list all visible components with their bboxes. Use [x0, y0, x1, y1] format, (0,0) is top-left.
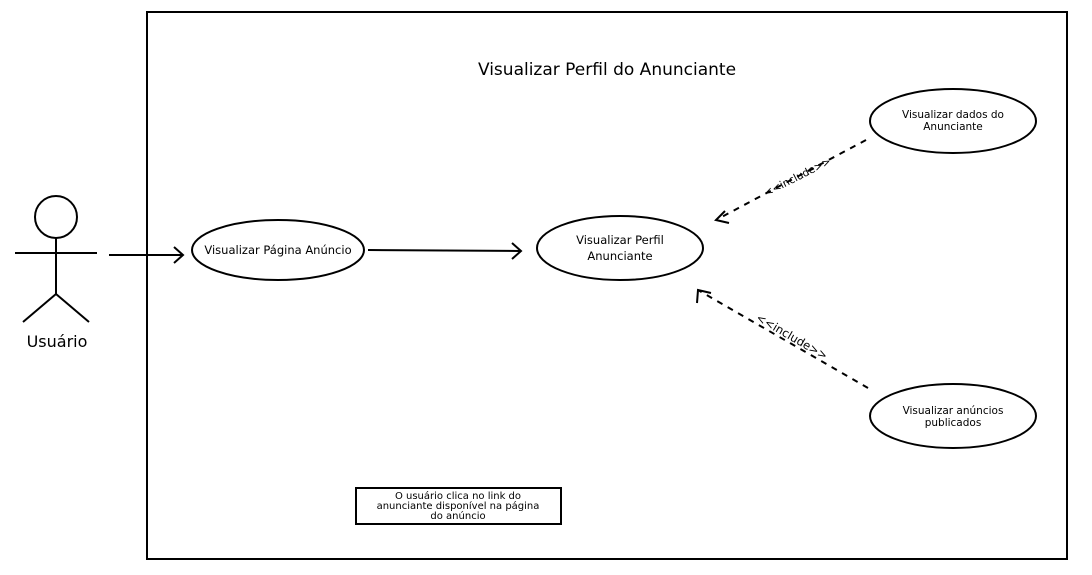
use-case-label-line-2: Anunciante: [587, 249, 652, 263]
note-line-1: O usuário clica no link do: [395, 490, 521, 502]
use-case-label: Visualizar Página Anúncio: [204, 243, 351, 257]
use-case-visualizar-pagina-anuncio: Visualizar Página Anúncio: [191, 219, 365, 281]
use-case-label-line-1: Visualizar Perfil: [576, 233, 664, 247]
note-line-2: anunciante disponível na página: [377, 500, 540, 512]
note-box: O usuário clica no link do anunciante di…: [355, 487, 562, 525]
include-relation-top: <<include>>: [714, 139, 867, 224]
use-case-label-line-2: publicados: [925, 417, 982, 429]
actor-usuario: Usuário: [15, 195, 97, 351]
include-label: <<include>>: [754, 310, 830, 362]
association-actor-to-pagina: [109, 246, 185, 264]
use-case-label-line-1: Visualizar dados do: [902, 109, 1004, 121]
actor-head: [34, 195, 78, 239]
actor-left-leg: [22, 293, 57, 323]
use-case-visualizar-perfil-anunciante: Visualizar Perfil Anunciante: [536, 215, 704, 281]
system-title: Visualizar Perfil do Anunciante: [478, 60, 736, 80]
system-boundary: [146, 11, 1068, 560]
include-label: <<include>>: [762, 155, 833, 199]
include-relation-bottom: <<include>>: [696, 288, 869, 389]
actor-label: Usuário: [27, 332, 88, 351]
actor-right-leg: [55, 293, 90, 323]
arrow-pagina-to-perfil: [367, 242, 523, 260]
use-case-label-line-1: Visualizar anúncios: [903, 405, 1004, 417]
use-case-label-line-2: Anunciante: [923, 121, 983, 133]
use-case-visualizar-anuncios-publicados: Visualizar anúncios publicados: [869, 383, 1037, 449]
note-line-3: do anúncio: [430, 510, 485, 522]
use-case-visualizar-dados-anunciante: Visualizar dados do Anunciante: [869, 88, 1037, 154]
